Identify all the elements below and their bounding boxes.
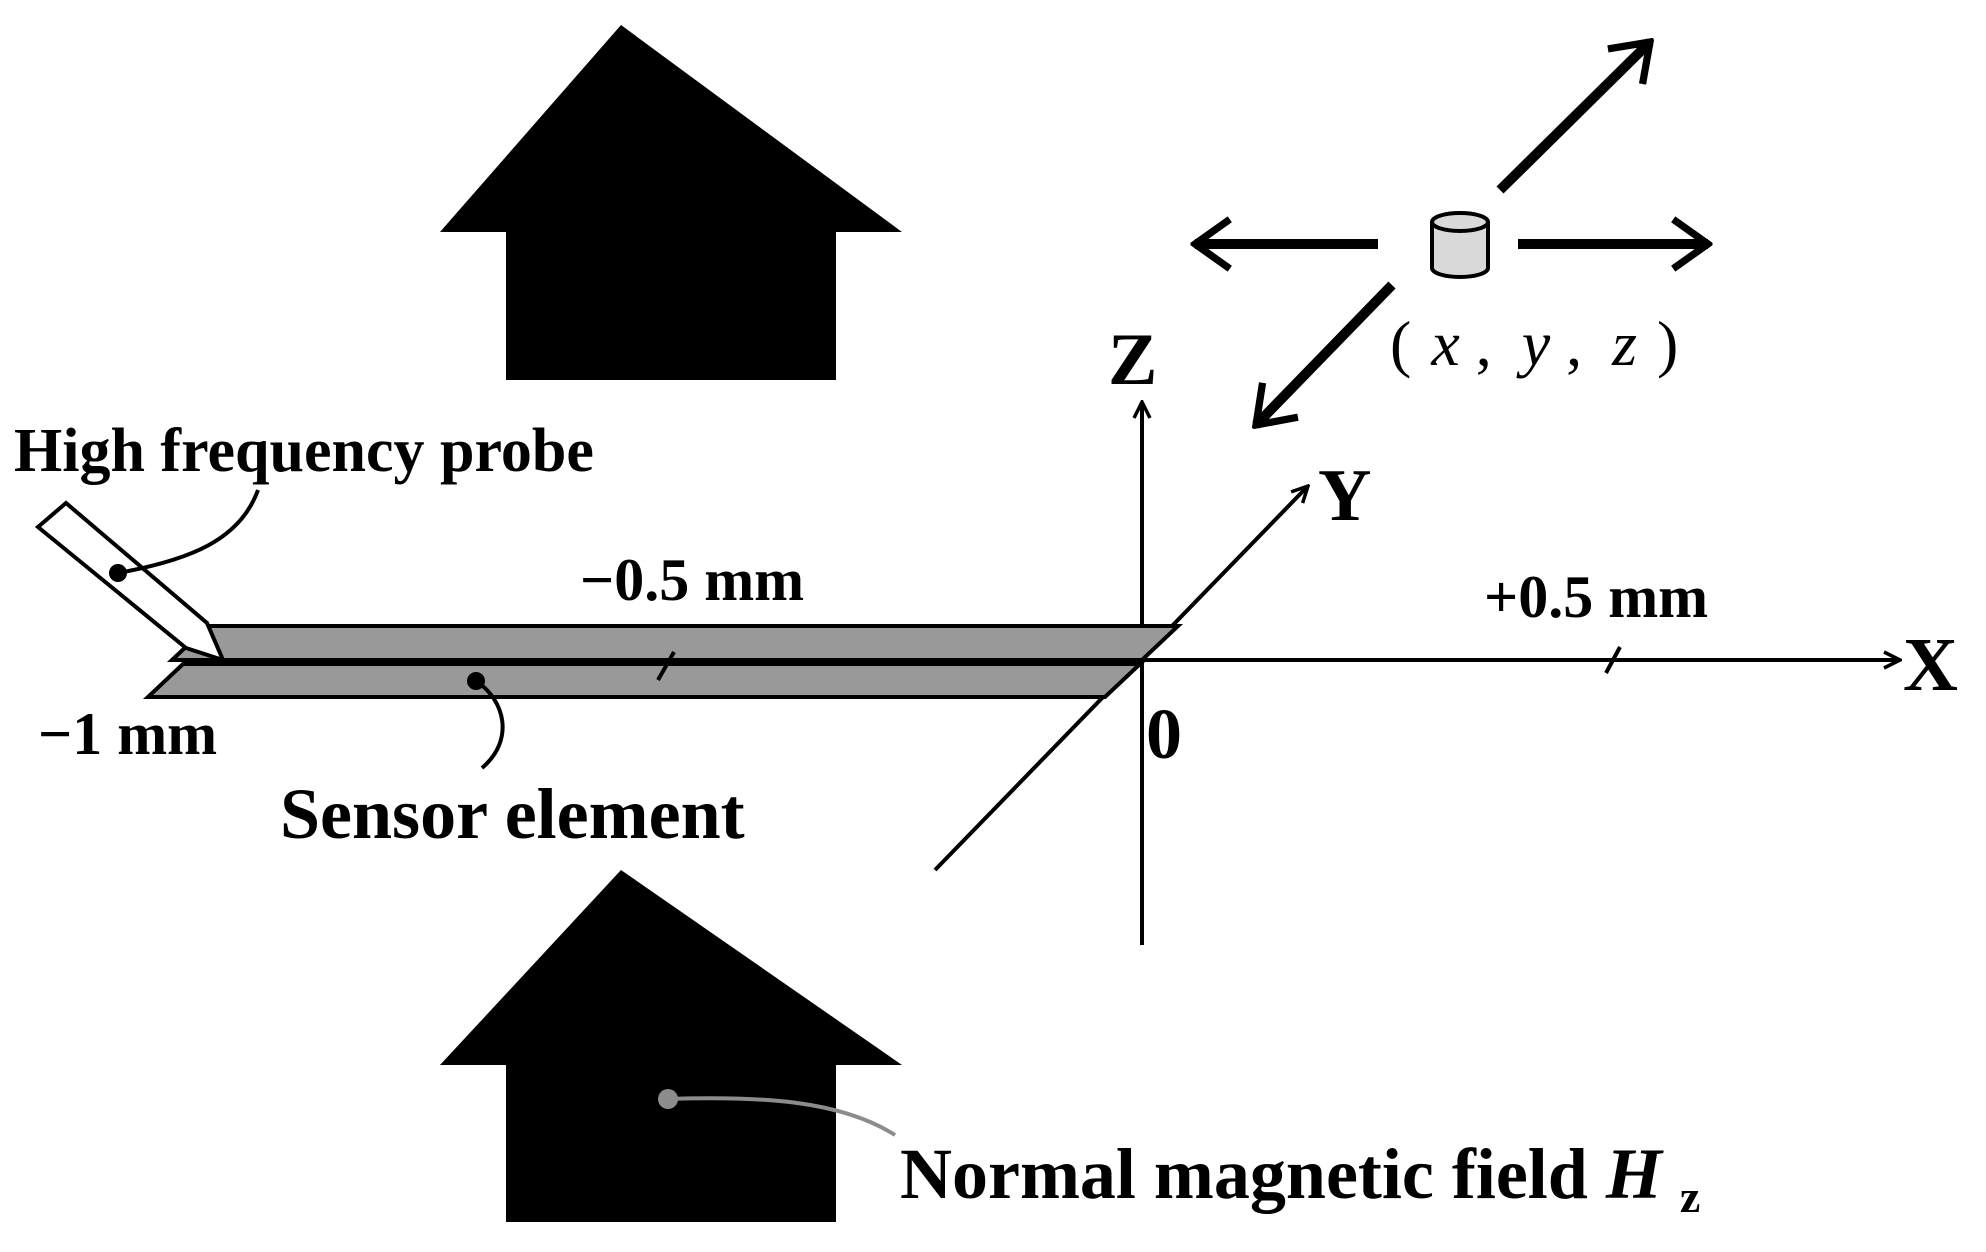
sensor-label: Sensor element bbox=[280, 774, 745, 854]
field-symbol: H bbox=[1605, 1134, 1664, 1214]
sensor-bottom-slab bbox=[142, 662, 1146, 699]
field-arrow-top bbox=[440, 25, 902, 380]
probe-label: High frequency probe bbox=[14, 417, 594, 485]
probe-leader bbox=[117, 489, 260, 575]
move-arrow-up-right bbox=[1496, 42, 1650, 194]
coord-comma-2: , bbox=[1566, 308, 1582, 379]
coord-x: x bbox=[1430, 308, 1459, 379]
probe-body bbox=[34, 500, 227, 664]
coord-z: z bbox=[1611, 308, 1637, 379]
field-arrow-bottom bbox=[440, 870, 902, 1222]
high-frequency-probe bbox=[34, 489, 260, 664]
minus-one-mm-label: −1 mm bbox=[38, 701, 217, 767]
field-label-text: Normal magnetic field bbox=[900, 1134, 1606, 1214]
coord-comma-1: , bbox=[1476, 308, 1492, 379]
field-subscript: z bbox=[1680, 1171, 1700, 1222]
y-axis-label: Y bbox=[1318, 455, 1371, 537]
z-axis-label: Z bbox=[1108, 319, 1157, 401]
plus-half-mm-label: +0.5 mm bbox=[1484, 564, 1708, 630]
sensor-tick-minus-half bbox=[656, 651, 676, 681]
minus-half-mm-label: −0.5 mm bbox=[580, 547, 804, 613]
field-leader bbox=[667, 1096, 897, 1137]
coordinate-label: ( x , y , z ) bbox=[1390, 308, 1678, 379]
sensor-top-slab bbox=[166, 624, 1184, 662]
magnet-movement bbox=[1195, 42, 1708, 425]
field-label: Normal magnetic field H z bbox=[900, 1134, 1700, 1222]
x-axis-label: X bbox=[1903, 623, 1958, 707]
x-tick-plus bbox=[1604, 646, 1622, 674]
sensor-leader bbox=[474, 679, 505, 770]
magnet-cylinder bbox=[1430, 211, 1490, 279]
origin-label: 0 bbox=[1146, 694, 1182, 774]
sensor-element bbox=[142, 624, 1184, 699]
coord-open-paren: ( bbox=[1390, 308, 1411, 379]
move-arrow-down-left bbox=[1256, 281, 1396, 425]
coord-close-paren: ) bbox=[1657, 308, 1678, 379]
coord-y: y bbox=[1516, 308, 1551, 379]
